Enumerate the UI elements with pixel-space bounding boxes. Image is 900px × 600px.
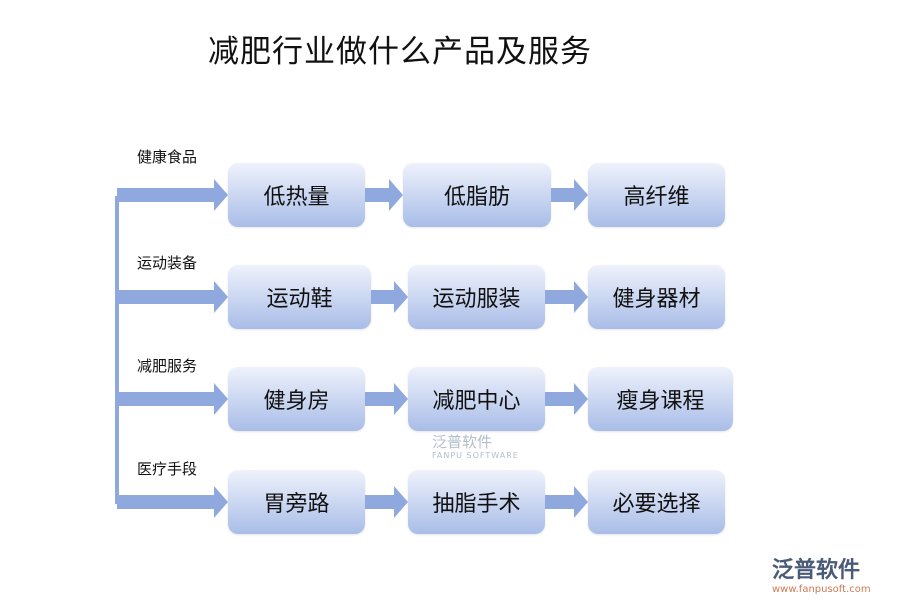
arrow-icon xyxy=(117,486,228,518)
arrow-icon xyxy=(117,281,228,313)
category-label: 运动装备 xyxy=(137,254,198,272)
fanpu-logo: 泛普软件 www.fanpusoft.com xyxy=(772,552,871,595)
arrow-icon xyxy=(117,179,228,211)
item-box: 减肥中心 xyxy=(408,367,545,431)
item-box: 必要选择 xyxy=(588,470,725,534)
item-box: 运动鞋 xyxy=(228,265,371,329)
category-label: 健康食品 xyxy=(137,148,198,166)
item-box: 胃旁路 xyxy=(228,470,365,534)
arrow-icon xyxy=(551,179,588,211)
item-box: 瘦身课程 xyxy=(588,367,733,431)
category-label: 医疗手段 xyxy=(137,460,198,478)
arrow-icon xyxy=(365,179,403,211)
watermark-name: 泛普软件 xyxy=(432,433,493,451)
arrow-icon xyxy=(365,486,408,518)
item-box: 运动服装 xyxy=(408,265,545,329)
item-box: 低热量 xyxy=(228,163,365,227)
logo-name: 泛普软件 xyxy=(772,558,861,583)
arrow-icon xyxy=(545,281,588,313)
item-box: 健身器材 xyxy=(588,265,725,329)
arrow-icon xyxy=(545,486,588,518)
arrow-icon xyxy=(371,281,408,313)
item-box: 健身房 xyxy=(228,367,365,431)
item-box: 高纤维 xyxy=(588,163,725,227)
diagram-title: 减肥行业做什么产品及服务 xyxy=(208,34,592,70)
arrow-icon xyxy=(365,383,408,415)
category-label: 减肥服务 xyxy=(137,357,198,375)
logo-url: www.fanpusoft.com xyxy=(772,584,871,595)
item-box: 低脂肪 xyxy=(403,163,551,227)
arrow-icon xyxy=(545,383,588,415)
trunk-line xyxy=(115,196,119,504)
watermark-sub: FANPU SOFTWARE xyxy=(432,451,519,460)
item-box: 抽脂手术 xyxy=(408,470,545,534)
arrow-icon xyxy=(117,383,228,415)
